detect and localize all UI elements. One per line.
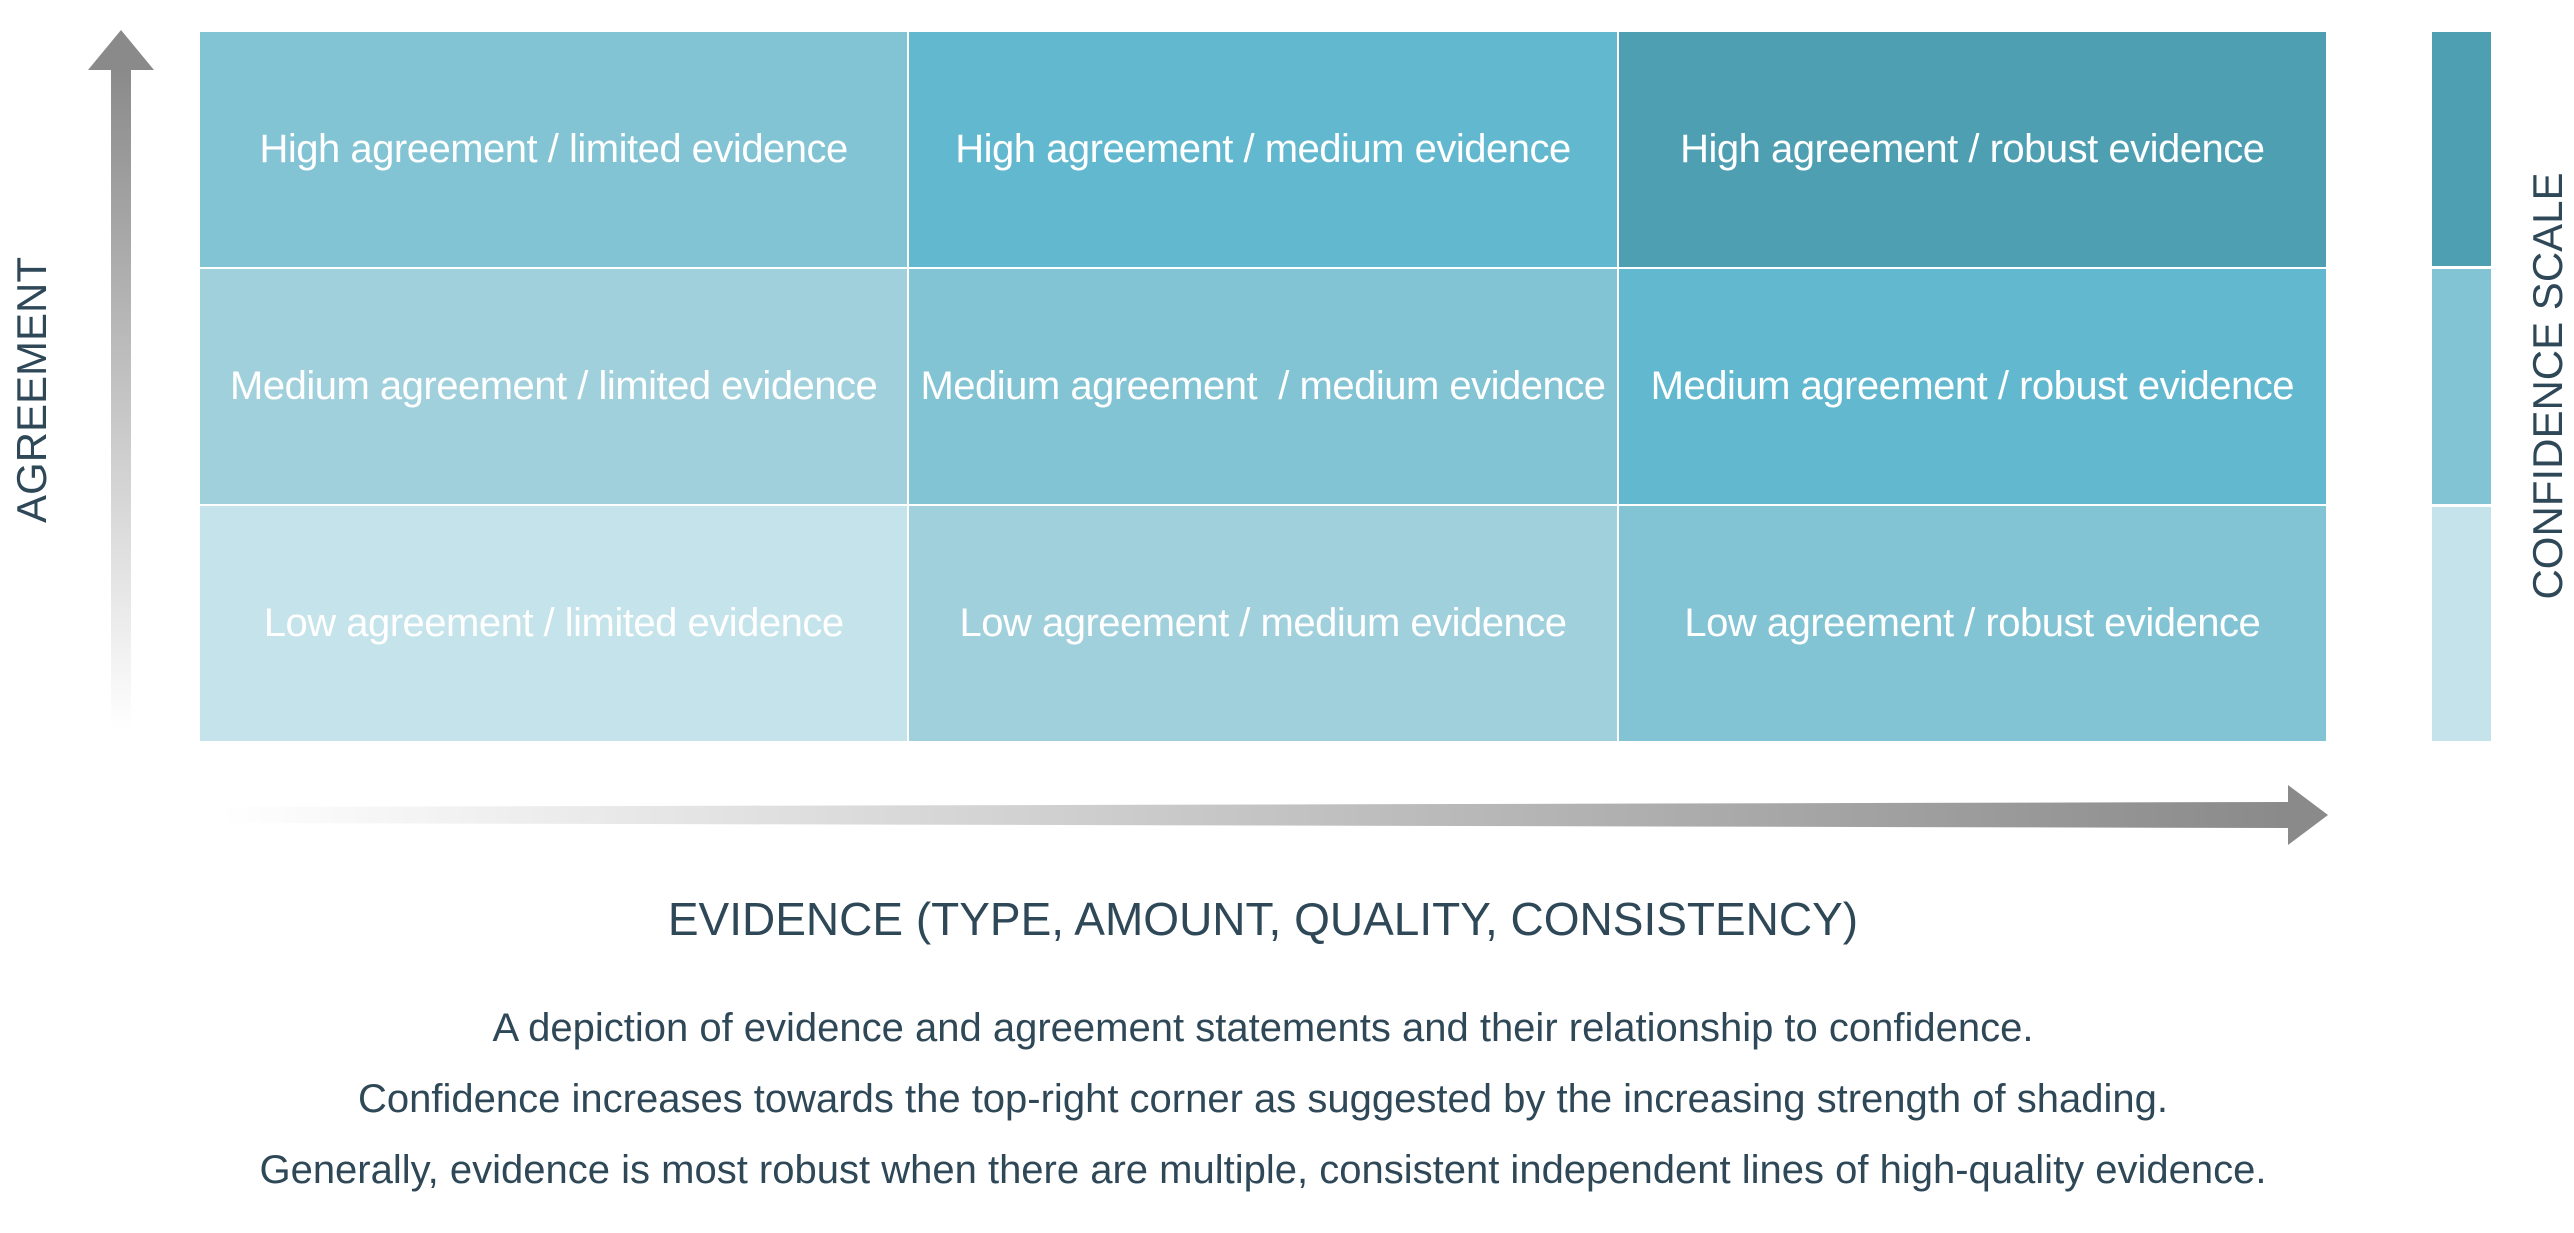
cell-medium-limited: Medium agreement / limited evidence bbox=[200, 269, 908, 504]
evidence-axis-label: EVIDENCE (TYPE, AMOUNT, QUALITY, CONSIST… bbox=[667, 893, 1859, 945]
caption-line-1: A depiction of evidence and agreement st… bbox=[492, 1006, 2034, 1050]
confidence-scale-low bbox=[2432, 506, 2491, 741]
evidence-agreement-matrix: High agreement / limited evidence High a… bbox=[200, 32, 2326, 741]
cell-high-limited: High agreement / limited evidence bbox=[200, 32, 908, 267]
agreement-axis-label: AGREEMENT bbox=[8, 256, 55, 524]
evidence-axis-arrow bbox=[220, 785, 2328, 845]
caption-line-3: Generally, evidence is most robust when … bbox=[259, 1148, 2267, 1192]
confidence-scale-medium bbox=[2432, 269, 2491, 504]
caption-line-2: Confidence increases towards the top-rig… bbox=[358, 1077, 2168, 1121]
cell-low-limited: Low agreement / limited evidence bbox=[200, 506, 908, 741]
cell-high-medium: High agreement / medium evidence bbox=[909, 32, 1617, 267]
confidence-scale-bar bbox=[2432, 32, 2491, 741]
cell-low-robust: Low agreement / robust evidence bbox=[1618, 506, 2326, 741]
cell-high-robust: High agreement / robust evidence bbox=[1618, 32, 2326, 267]
cell-medium-robust: Medium agreement / robust evidence bbox=[1618, 269, 2326, 504]
confidence-scale-label: CONFIDENCE SCALE bbox=[2524, 172, 2571, 600]
confidence-scale-high bbox=[2432, 32, 2491, 267]
agreement-axis-arrow bbox=[88, 30, 154, 730]
cell-medium-medium: Medium agreement / medium evidence bbox=[909, 269, 1617, 504]
cell-low-medium: Low agreement / medium evidence bbox=[909, 506, 1617, 741]
